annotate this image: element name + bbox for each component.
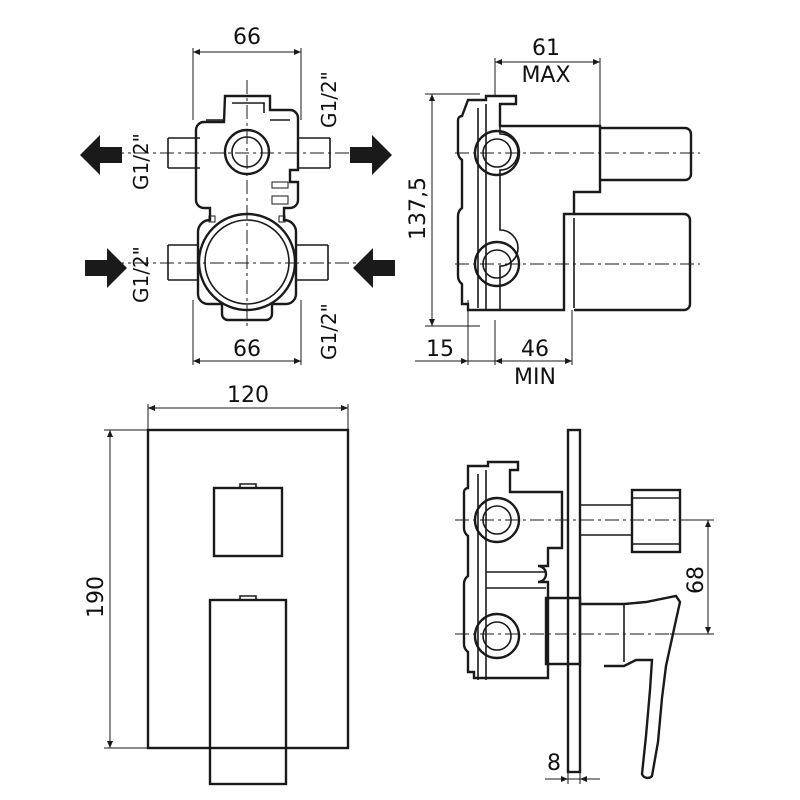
thread-label-right-top: G1/2" <box>317 71 341 128</box>
arrow-right-icon <box>350 135 392 175</box>
body-side-view: 61 MAX 137,5 15 46 MIN <box>406 36 700 390</box>
label-max: MAX <box>521 63 570 88</box>
dim-height: 190 <box>84 576 109 618</box>
thread-label-left-bottom: G1/2" <box>129 246 153 303</box>
dim-depth-min: 46 <box>521 337 549 362</box>
dim-width-bottom: 66 <box>233 337 261 362</box>
arrow-left-icon <box>353 248 395 288</box>
body-front-view: 66 66 G1/2" <box>80 25 395 365</box>
arrow-left-icon <box>80 135 122 175</box>
arrow-right-icon <box>85 248 127 288</box>
thread-label-right-bottom: G1/2" <box>317 303 341 360</box>
dim-spacing: 68 <box>684 566 709 594</box>
label-min: MIN <box>514 365 556 390</box>
plate-front-view: 120 190 <box>84 383 350 786</box>
dim-plate: 8 <box>547 751 561 776</box>
dim-height: 137,5 <box>406 177 431 240</box>
dim-width-top: 66 <box>233 25 261 50</box>
dim-depth-max: 61 <box>532 36 560 61</box>
dim-width: 120 <box>227 383 269 408</box>
dim-front: 15 <box>426 337 454 362</box>
thread-label-left-top: G1/2" <box>129 133 153 190</box>
assembly-side-view: 68 8 <box>455 428 714 784</box>
